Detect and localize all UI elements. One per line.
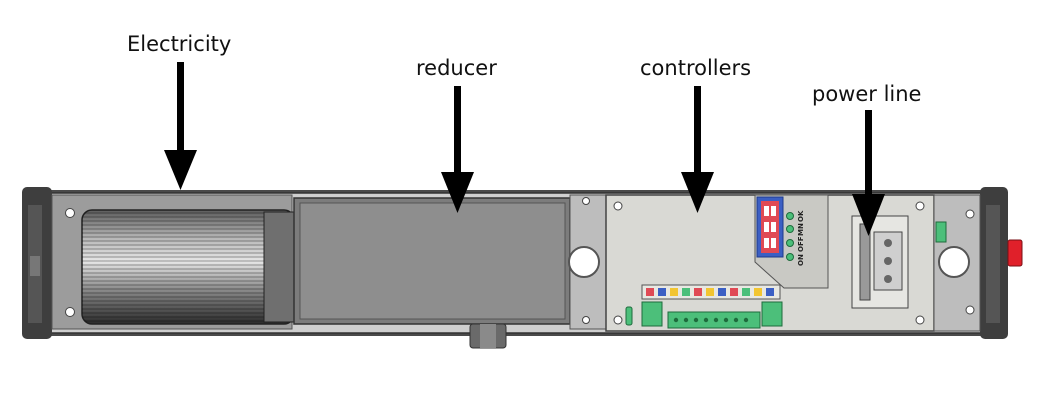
terminal-block-small — [641, 301, 663, 327]
power-switch — [1007, 239, 1023, 267]
arrow-power-line — [852, 110, 885, 236]
switch-label-off: OFF — [797, 236, 805, 252]
label-reducer: reducer — [416, 56, 497, 80]
power-line-terminal — [851, 215, 909, 309]
arrow-reducer — [441, 86, 474, 213]
led-2 — [786, 225, 794, 233]
switch-label-on: ON — [797, 254, 805, 266]
led-1 — [786, 212, 794, 220]
label-power-line: power line — [812, 82, 922, 106]
arrow-electricity — [164, 62, 197, 190]
led-4 — [786, 253, 794, 261]
switch-label-mn: MN — [797, 223, 805, 236]
terminal-block-right — [761, 301, 783, 327]
arrow-controllers — [681, 86, 714, 213]
reducer-gearbox — [293, 197, 571, 349]
label-controllers: controllers — [640, 56, 752, 80]
motor — [81, 209, 295, 325]
led-3 — [786, 239, 794, 247]
label-electricity: Electricity — [127, 32, 232, 56]
switch-label-ok: OK — [797, 210, 805, 222]
